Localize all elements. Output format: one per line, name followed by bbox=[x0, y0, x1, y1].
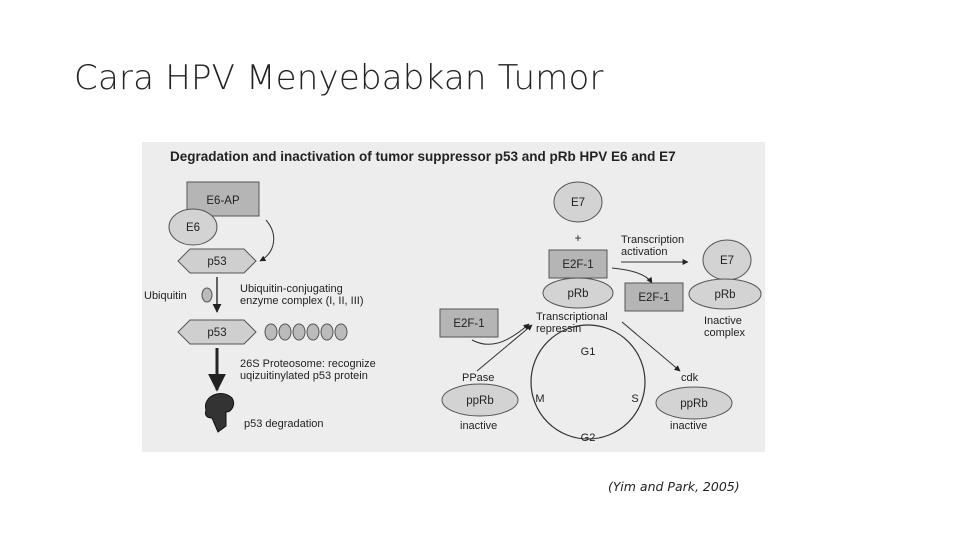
ppase-label: PPase bbox=[462, 372, 494, 384]
e2f1-top-label: E2F-1 bbox=[562, 259, 593, 271]
pprb-left-label: ppRb bbox=[466, 395, 494, 407]
ubiquitin-chain-icon bbox=[320, 323, 334, 341]
e2f1-release-arrow bbox=[611, 267, 653, 284]
ubiquitin-icon bbox=[201, 287, 213, 303]
p53-top-hexagon bbox=[177, 248, 257, 274]
p53-mid-hexagon bbox=[177, 319, 257, 345]
p53-mid-label: p53 bbox=[207, 327, 226, 339]
e2f1-free-label: E2F-1 bbox=[638, 292, 669, 304]
ubiquitin-chain-icon bbox=[278, 323, 292, 341]
repression-arrow bbox=[471, 323, 530, 345]
pprb-right-ellipse bbox=[655, 386, 733, 420]
inactive-left-label: inactive bbox=[460, 420, 497, 432]
proteasome-label-line2: uqizuitinylated p53 protein bbox=[240, 370, 368, 382]
cdk-arrow bbox=[621, 321, 681, 372]
slide-title: Cara HPV Menyebabkan Tumor bbox=[74, 58, 604, 98]
ubiquitin-chain-icon bbox=[264, 323, 278, 341]
proteasome-label-line1: 26S Proteosome: recognize bbox=[240, 358, 376, 370]
cell-cycle-m-label: M bbox=[535, 393, 544, 405]
e7-complex-label: E7 bbox=[720, 255, 734, 267]
pathway-figure: Degradation and inactivation of tumor su… bbox=[142, 142, 765, 452]
prb-top-ellipse bbox=[542, 277, 614, 309]
cell-cycle-circle bbox=[530, 324, 646, 440]
e2f1-free-box bbox=[624, 282, 684, 312]
cell-cycle-g1-label: G1 bbox=[581, 346, 596, 358]
pprb-left-ellipse bbox=[441, 383, 519, 417]
ubiquitin-chain-icon bbox=[306, 323, 320, 341]
inactive-complex-label-line2: complex bbox=[704, 327, 745, 339]
proteasome-icon bbox=[205, 393, 235, 433]
e7-top-ellipse bbox=[553, 181, 603, 223]
repression-label-line1: Transcriptional bbox=[536, 311, 608, 323]
e2f1-left-box bbox=[439, 308, 499, 338]
cdk-label: cdk bbox=[681, 372, 699, 384]
conjugating-label-line1: Ubiquitin-conjugating bbox=[240, 283, 343, 295]
ubiquitin-label: Ubiquitin bbox=[144, 290, 187, 302]
e7-top-label: E7 bbox=[571, 197, 585, 209]
prb-complex-label: pRb bbox=[714, 289, 735, 301]
inactive-right-label: inactive bbox=[670, 420, 707, 432]
e6ap-label: E6-AP bbox=[206, 195, 240, 207]
plus-sign: + bbox=[575, 233, 582, 245]
degradation-label: p53 degradation bbox=[244, 418, 324, 430]
ppase-arrow bbox=[476, 324, 533, 372]
e2f1-left-label: E2F-1 bbox=[453, 318, 484, 330]
cell-cycle-s-label: S bbox=[631, 393, 638, 405]
conjugating-label-line2: enzyme complex (I, II, III) bbox=[240, 295, 363, 307]
diagram-header: Degradation and inactivation of tumor su… bbox=[170, 149, 676, 164]
pprb-right-label: ppRb bbox=[680, 398, 708, 410]
p53-top-label: p53 bbox=[207, 256, 226, 268]
e6ap-curved-arrow bbox=[259, 219, 275, 262]
transcription-label-line1: Transcription bbox=[621, 234, 684, 246]
ubiquitin-chain-icon bbox=[334, 323, 348, 341]
cell-cycle-g2-label: G2 bbox=[581, 432, 596, 444]
prb-top-label: pRb bbox=[567, 288, 588, 300]
pathway-diagram: Degradation and inactivation of tumor su… bbox=[144, 149, 762, 444]
inactive-complex-label-line1: Inactive bbox=[704, 315, 742, 327]
e6-ellipse bbox=[168, 208, 218, 246]
e6-label: E6 bbox=[186, 222, 200, 234]
citation: (Yim and Park, 2005) bbox=[608, 479, 740, 494]
ubiquitin-chain-icon bbox=[292, 323, 306, 341]
repression-label-line2: repressin bbox=[536, 323, 581, 335]
transcription-label-line2: activation bbox=[621, 246, 667, 258]
prb-complex-ellipse bbox=[688, 278, 762, 310]
